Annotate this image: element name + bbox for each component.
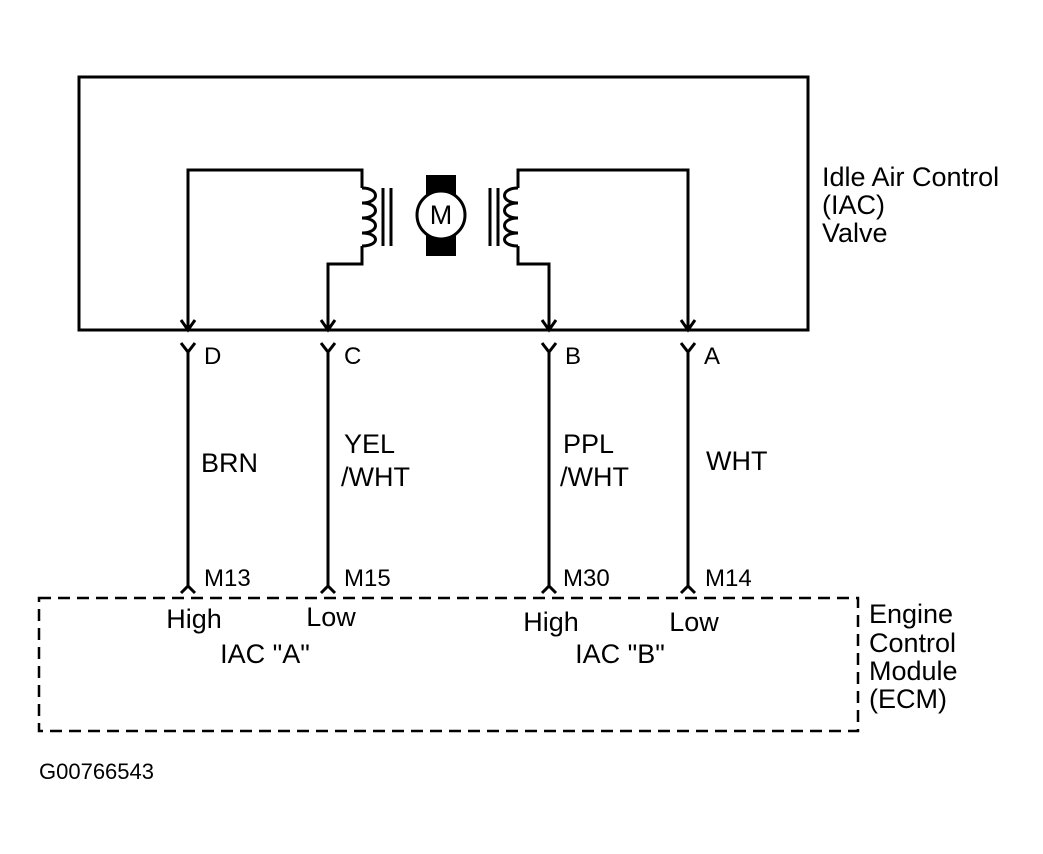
arrow-c xyxy=(319,319,337,333)
wire-color-d: BRN xyxy=(201,448,258,478)
connector-bottom-m13 xyxy=(179,583,197,595)
connector-bottom-m14 xyxy=(679,583,697,595)
group-iac-b: IAC "B" xyxy=(575,639,665,669)
valve-label-line-1: Idle Air Control xyxy=(822,162,999,192)
signal-m15: Low xyxy=(306,602,356,632)
motor-circle xyxy=(415,189,467,241)
internal-wire-b xyxy=(516,246,551,330)
connector-bottom-m30 xyxy=(540,583,558,595)
figure-code: G00766543 xyxy=(39,759,154,784)
signal-m14: Low xyxy=(669,607,719,637)
arrow-a xyxy=(679,319,697,333)
right-coil xyxy=(503,186,519,248)
wire-color-a: WHT xyxy=(706,446,767,476)
ecm-label-line-1: Engine xyxy=(869,599,953,629)
connector-bottom-m15 xyxy=(319,583,337,595)
connector-top-c xyxy=(319,342,337,355)
internal-wire-a xyxy=(516,168,690,330)
terminal-m13: M13 xyxy=(204,565,251,592)
terminal-m15: M15 xyxy=(344,565,391,592)
wire-color-b-line2: /WHT xyxy=(560,462,629,492)
ecm-label-line-3: Module xyxy=(869,656,958,686)
valve-label-line-2: (IAC) xyxy=(822,190,885,220)
connector-top-d xyxy=(179,342,197,355)
wire-color-b: PPL xyxy=(563,429,614,459)
wire-color-c: YEL xyxy=(344,429,395,459)
ecm-box xyxy=(37,596,860,733)
internal-wire-d xyxy=(186,168,364,330)
motor-label: M xyxy=(430,200,453,230)
pin-label-d: D xyxy=(204,343,221,370)
terminal-m30: M30 xyxy=(563,565,610,592)
valve-label-line-3: Valve xyxy=(822,218,888,248)
ecm-label-line-2: Control xyxy=(869,628,956,658)
arrow-b xyxy=(540,319,558,333)
internal-wire-c xyxy=(326,246,364,330)
ecm-label-line-4: (ECM) xyxy=(869,684,947,714)
connector-top-a xyxy=(679,342,697,355)
pin-label-b: B xyxy=(565,343,581,370)
terminal-m14: M14 xyxy=(705,565,752,592)
connector-top-b xyxy=(540,342,558,355)
pin-label-a: A xyxy=(704,343,720,370)
signal-m30: High xyxy=(523,607,579,637)
arrow-d xyxy=(179,319,197,333)
left-coil xyxy=(361,186,377,248)
pin-label-c: C xyxy=(344,343,361,370)
signal-m13: High xyxy=(166,604,222,634)
iac-valve-box xyxy=(77,75,810,332)
wire-color-c-line2: /WHT xyxy=(341,462,410,492)
group-iac-a: IAC "A" xyxy=(220,639,310,669)
